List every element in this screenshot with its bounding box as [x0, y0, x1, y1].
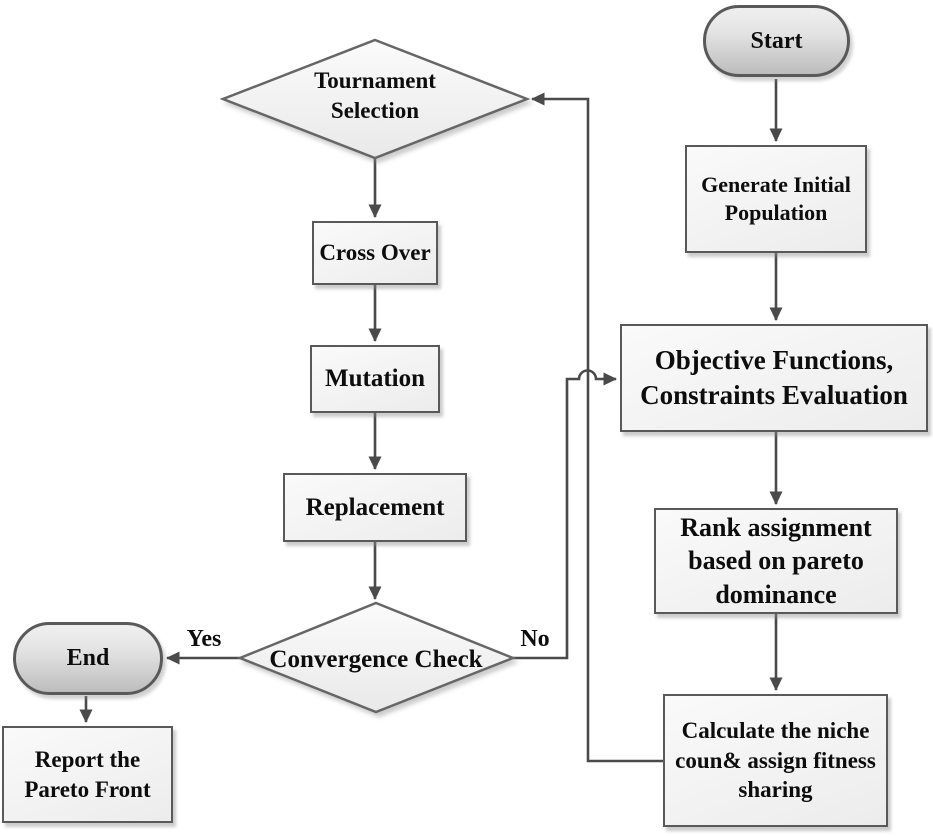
- node-niche-label: Calculate the niche coun& assign fitness…: [675, 718, 876, 803]
- node-cross-over: Cross Over: [312, 221, 438, 285]
- node-rank-assignment: Rank assignment based on pareto dominanc…: [654, 508, 898, 614]
- node-objective-functions: Objective Functions, Constraints Evaluat…: [620, 324, 928, 432]
- node-mutation: Mutation: [310, 345, 440, 413]
- node-objective-label: Objective Functions, Constraints Evaluat…: [640, 345, 908, 410]
- node-end-label: End: [66, 645, 110, 672]
- node-replacement: Replacement: [283, 473, 467, 542]
- node-start-label: Start: [750, 27, 803, 54]
- node-crossover-label: Cross Over: [319, 240, 431, 266]
- node-report-label: Report the Pareto Front: [24, 747, 151, 802]
- edge-label-no: No: [520, 626, 550, 652]
- node-generate-label: Generate Initial Population: [701, 171, 851, 225]
- node-generate-initial-population: Generate Initial Population: [685, 145, 867, 253]
- edge-label-yes: Yes: [186, 626, 222, 652]
- node-mutation-label: Mutation: [325, 365, 425, 392]
- node-replacement-label: Replacement: [305, 493, 445, 521]
- node-start: Start: [703, 5, 850, 77]
- node-end: End: [13, 622, 163, 695]
- edge-convergence-no-to-objective: [513, 369, 617, 660]
- node-rank-label: Rank assignment based on pareto dominanc…: [680, 513, 872, 609]
- node-report-pareto-front: Report the Pareto Front: [2, 726, 173, 823]
- node-tournament-selection-shape: [219, 38, 531, 160]
- node-niche-count: Calculate the niche coun& assign fitness…: [663, 694, 888, 827]
- edge-niche-to-tournament: [531, 92, 663, 763]
- node-convergence-check-label: Convergence Check: [269, 646, 483, 673]
- node-tournament-selection-label: Tournament Selection: [314, 68, 436, 124]
- node-convergence-check-shape: [236, 601, 517, 714]
